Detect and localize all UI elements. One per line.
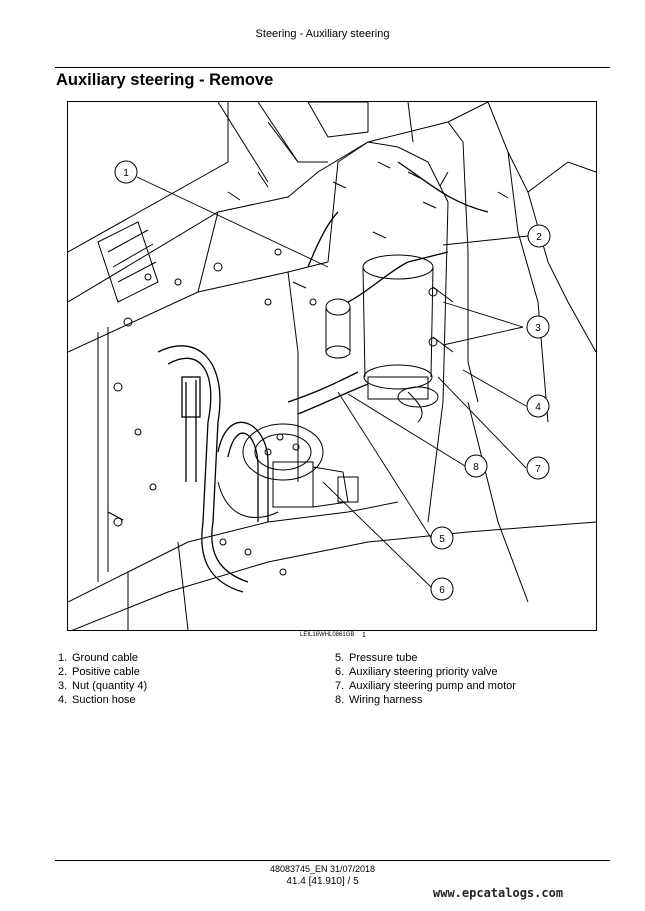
legend-item: 4. Suction hose: [58, 693, 147, 707]
leader-lines: [136, 176, 529, 590]
legend-item: 3. Nut (quantity 4): [58, 679, 147, 693]
legend-item-number: 7.: [335, 680, 345, 692]
legend-item: 8. Wiring harness: [335, 693, 516, 707]
callout-label-4: 4: [535, 402, 541, 413]
legend-item-number: 1.: [58, 652, 68, 664]
legend-item-text: Positive cable: [72, 666, 140, 678]
callout-5: [430, 526, 454, 550]
callout-markers: [114, 160, 551, 601]
legend-item: 2. Positive cable: [58, 665, 147, 679]
legend-item-number: 6.: [335, 666, 345, 678]
running-header: Steering - Auxiliary steering: [255, 28, 390, 40]
legend-column-left: 1. Ground cable 2. Positive cable 3. Nut (q…: [58, 651, 147, 707]
page-number: 41.4 [41.910] / 5: [286, 876, 359, 887]
illustration-frame: 1 2 3 4 5 6 7 8: [67, 101, 597, 631]
callout-label-6: 6: [439, 585, 445, 596]
legend-item-number: 8.: [335, 694, 345, 706]
callout-1: [114, 160, 138, 184]
callout-label-3: 3: [535, 323, 541, 334]
legend-item-text: Pressure tube: [349, 652, 418, 664]
pump-motor-drawing: [325, 254, 454, 423]
legend-item: 7. Auxiliary steering pump and motor: [335, 679, 516, 693]
header-rule: [55, 67, 610, 68]
auxiliary-steering-illustration: 1 2 3 4 5 6 7 8: [68, 102, 596, 630]
legend-item-text: Nut (quantity 4): [72, 680, 148, 692]
callout-label-2: 2: [536, 232, 542, 243]
legend-item: 1. Ground cable: [58, 651, 147, 665]
watermark-text: www.epcatalogs.com: [433, 886, 564, 900]
callout-8: [464, 454, 488, 478]
legend-item-text: Suction hose: [72, 694, 136, 706]
callout-label-8: 8: [473, 462, 479, 473]
callout-2: [527, 224, 551, 248]
legend-item-text: Auxiliary steering pump and motor: [349, 680, 516, 692]
hoses-linework: [157, 161, 489, 593]
document-id: 48083745_EN 31/07/2018: [269, 864, 376, 874]
legend-item: 5. Pressure tube: [335, 651, 516, 665]
callout-6: [430, 577, 454, 601]
figure-number: 1: [362, 632, 366, 639]
callout-3: [526, 315, 550, 339]
legend-item-text: Wiring harness: [349, 694, 423, 706]
legend-item-number: 4.: [58, 694, 68, 706]
callout-7: [526, 456, 550, 480]
callout-4: [526, 394, 550, 418]
section-title: Auxiliary steering - Remove: [56, 71, 274, 89]
legend-column-right: 5. Pressure tube 6. Auxiliary steering pri…: [335, 651, 516, 707]
priority-valve-drawing: [217, 423, 359, 518]
legend-item-text: Ground cable: [72, 652, 139, 664]
callout-label-5: 5: [439, 534, 445, 545]
legend-item-number: 3.: [58, 680, 68, 692]
fastener-details: [107, 161, 509, 576]
chassis-linework: [68, 102, 596, 630]
legend-item: 6. Auxiliary steering priority valve: [335, 665, 516, 679]
callout-label-7: 7: [535, 464, 541, 475]
footer-rule: [55, 860, 610, 861]
figure-code: LEIL16WHL0861GB: [300, 632, 355, 638]
legend-item-number: 5.: [335, 652, 345, 664]
callout-label-1: 1: [123, 168, 129, 179]
legend-item-number: 2.: [58, 666, 68, 678]
legend-item-text: Auxiliary steering priority valve: [349, 666, 498, 678]
